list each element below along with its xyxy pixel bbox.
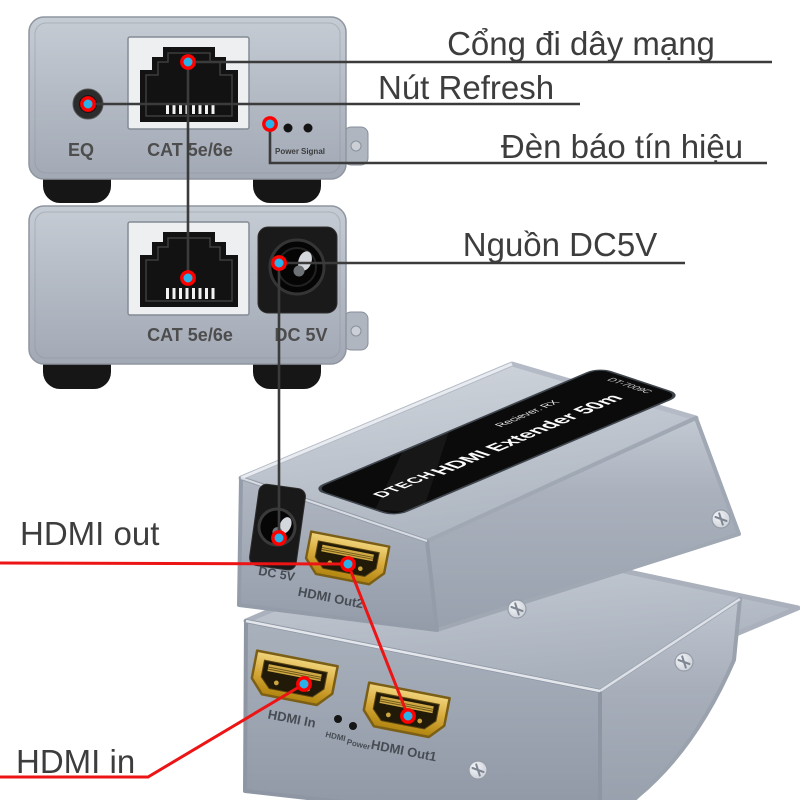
marker-hdmi-in [296,676,312,692]
callout-lines-red [0,561,410,779]
callout-hdmi-out: HDMI out [20,515,159,552]
receiver-3d: DTECH HDMI Extender 50m Reciever. RX DT-… [237,361,741,632]
power-led-label: Power [275,147,299,156]
dc-jack-3d [249,483,306,571]
screw [711,509,731,529]
cat-label: CAT 5e/6e [147,140,233,160]
line-hdmi-out-link [346,563,410,717]
dc-pin-highlight [298,251,312,271]
callout-hdmi-in: HDMI in [16,743,135,780]
rj45-pins [166,288,215,299]
marker-hdmi-out2 [340,556,356,572]
rx-panel-front: EQ CAT 5e/6e Power Signal [28,16,369,203]
edge-highlight [599,597,741,693]
screw [507,599,527,619]
marker-eq-button [80,96,96,112]
mounting-tab-screw [350,325,362,337]
callout-signal-led: Đèn báo tín hiệu [501,128,743,165]
marker-rj45-rear [180,270,196,286]
callout-lines-dark [88,60,772,538]
screw [468,760,488,780]
signal-led-label: Signal [301,147,325,156]
rx-panel-rear: CAT 5e/6e DC 5V [28,205,369,389]
edge-highlight [240,362,513,480]
power-led [349,722,357,730]
dc-label: DC 5V [274,325,327,345]
dc-label: DC 5V [257,564,296,584]
marker-dc-rear [271,255,287,271]
mounting-tab-screw [350,140,362,152]
eq-label: EQ [68,140,94,160]
hdmi-led-label: HDMI [325,730,347,743]
marker-leds [262,116,278,132]
side-face [598,597,742,800]
cat-label: CAT 5e/6e [147,325,233,345]
line-hdmi-in [0,682,305,779]
callout-network-port: Cổng đi dây mạng [447,25,715,62]
power-led [283,123,293,133]
dc-pin-highlight [279,517,292,534]
line-signal-led [268,124,767,165]
marker-dots [80,54,416,724]
marker-hdmi-out1 [400,708,416,724]
dc-jack [257,226,338,314]
hdmi-led [334,715,342,723]
edge-highlight [245,619,601,693]
callout-refresh-button: Nút Refresh [378,69,554,106]
label-gloss [375,431,449,512]
screw [674,652,694,672]
marker-dc-3d [271,530,287,546]
marker-rj45-front [180,54,196,70]
callout-dc-power: Nguồn DC5V [463,226,657,263]
signal-led [303,123,313,133]
line-hdmi-out [0,561,349,566]
